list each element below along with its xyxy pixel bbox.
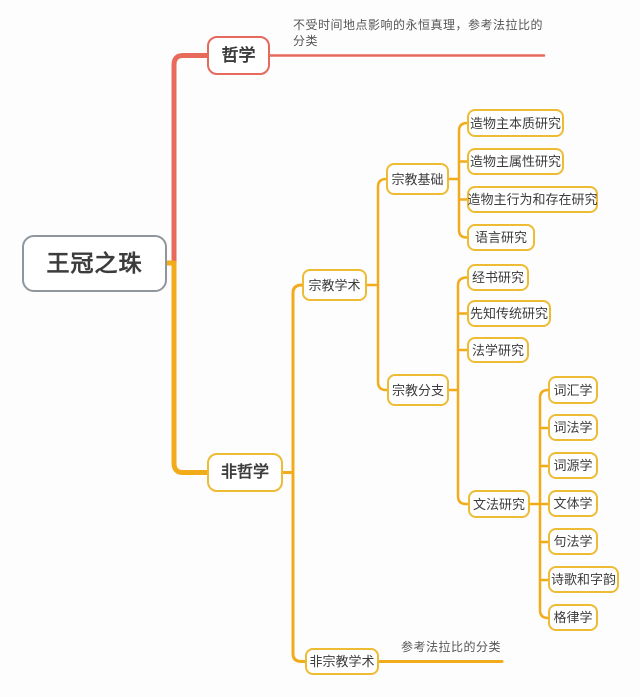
node-stylistics[interactable]: 文体学 bbox=[548, 490, 598, 517]
node-lexicology[interactable]: 词汇学 bbox=[548, 376, 598, 404]
spine-foundations bbox=[447, 121, 469, 239]
node-scripture-studies[interactable]: 经书研究 bbox=[467, 264, 529, 291]
node-non-philosophy[interactable]: 非哲学 bbox=[207, 453, 283, 492]
node-language-studies[interactable]: 语言研究 bbox=[467, 224, 535, 251]
node-etymology[interactable]: 词源学 bbox=[548, 452, 598, 479]
node-jurisprudence[interactable]: 法学研究 bbox=[467, 337, 529, 363]
node-philosophy[interactable]: 哲学 bbox=[207, 36, 270, 75]
node-religious-studies[interactable]: 宗教学术 bbox=[302, 269, 367, 301]
node-poetry-rhyme[interactable]: 诗歌和字韵 bbox=[548, 566, 619, 593]
node-religion-branches[interactable]: 宗教分支 bbox=[387, 374, 449, 406]
node-prophetic-tradition[interactable]: 先知传统研究 bbox=[467, 300, 551, 327]
spine-branches bbox=[447, 276, 470, 506]
philosophy-note: 不受时间地点影响的永恒真理，参考法拉比的分类 bbox=[293, 18, 544, 48]
spine-religious bbox=[365, 177, 389, 392]
non-religious-note: 参考法拉比的分类 bbox=[401, 640, 502, 654]
node-religion-foundations[interactable]: 宗教基础 bbox=[386, 163, 449, 195]
node-root[interactable]: 王冠之珠 bbox=[22, 235, 167, 292]
node-morphology[interactable]: 词法学 bbox=[548, 414, 598, 441]
spine-grammar bbox=[528, 388, 550, 620]
node-creator-acts-existence[interactable]: 造物主行为和存在研究 bbox=[467, 186, 598, 213]
node-prosody[interactable]: 格律学 bbox=[548, 604, 598, 631]
node-creator-attributes[interactable]: 造物主属性研究 bbox=[467, 148, 564, 175]
spine-non-philosophy bbox=[281, 283, 307, 663]
node-syntax[interactable]: 句法学 bbox=[548, 528, 598, 555]
node-creator-essence[interactable]: 造物主本质研究 bbox=[467, 109, 564, 137]
node-non-religious-studies[interactable]: 非宗教学术 bbox=[305, 648, 379, 675]
branch-line-philosophy bbox=[171, 53, 210, 267]
branch-line-non-philosophy bbox=[163, 260, 210, 475]
node-grammar-studies[interactable]: 文法研究 bbox=[468, 490, 530, 518]
